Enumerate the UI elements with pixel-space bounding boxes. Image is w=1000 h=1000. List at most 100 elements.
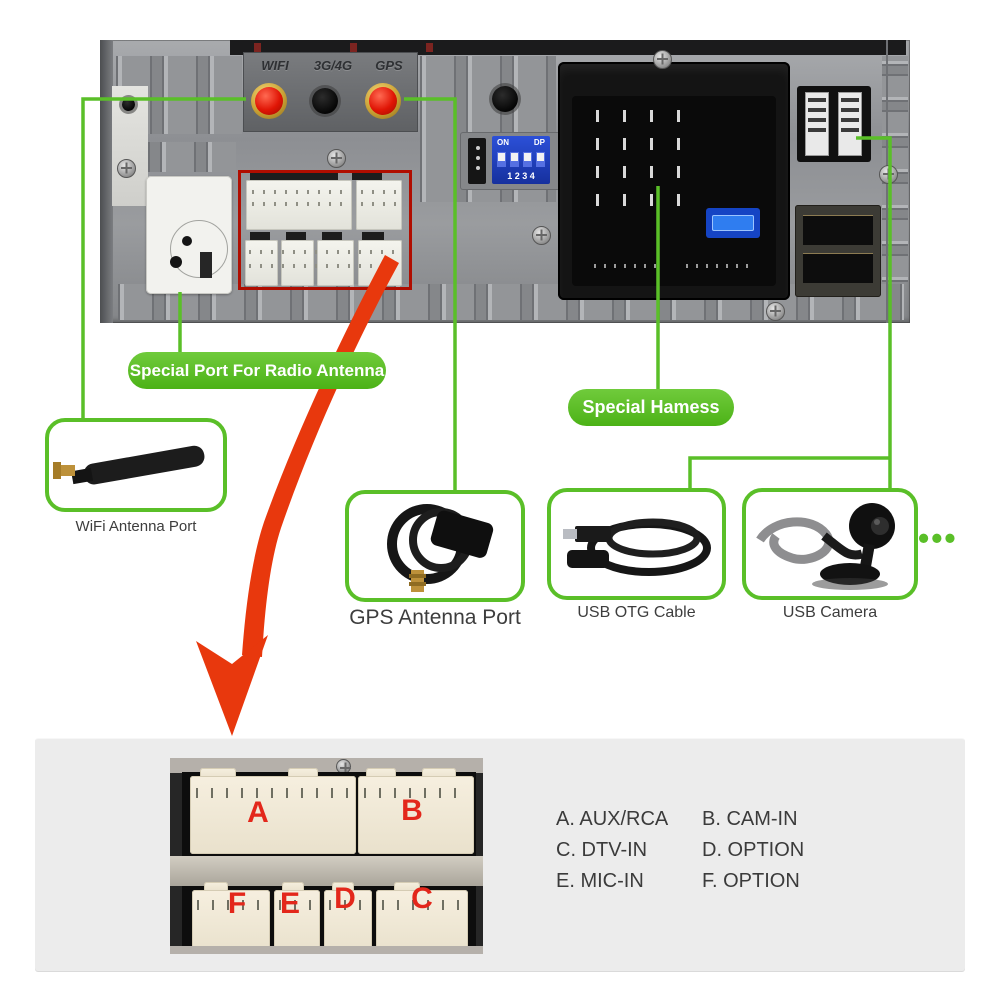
connector-letter-d: D [334, 882, 356, 915]
harness-callout: Special Hamess [568, 389, 734, 426]
legend-item-b: B. CAM-IN [702, 808, 798, 830]
connector-tab [332, 882, 354, 892]
usb-otg-caption: USB OTG Cable [577, 604, 696, 621]
chassis-divider [170, 856, 483, 886]
dip-switch: ON DP 1 2 3 4 [492, 136, 550, 184]
dip-switch-3 [523, 152, 532, 167]
connector-letter-f: F [227, 887, 247, 920]
dip-switch-2 [510, 152, 519, 167]
usb-camera-box [742, 488, 918, 600]
connector-tab [250, 172, 338, 180]
connector-tab [282, 882, 304, 892]
gps-antenna-caption: GPS Antenna Port [349, 606, 521, 629]
pin-ticks [196, 788, 350, 798]
wifi-port-label: WIFI [261, 58, 289, 73]
usb-socket-1 [803, 215, 873, 245]
legend-item-a: A. AUX/RCA [556, 808, 669, 830]
usb-port-2 [838, 92, 862, 156]
dip-dp-label: DP [533, 138, 545, 147]
connector-letter-c: C [411, 882, 433, 915]
antenna-plate: WIFI 3G/4G GPS [243, 52, 418, 132]
connector-pins [252, 202, 346, 206]
gps-antenna-image [387, 504, 494, 592]
radio-antenna-din-port [146, 176, 232, 294]
legend-item-d: D. OPTION [702, 839, 805, 861]
pin-ticks [279, 900, 315, 910]
screw [653, 50, 672, 69]
pcb-detail [426, 43, 433, 52]
wiring-blocks-highlight [238, 170, 412, 290]
cellular-port-label: 3G/4G [313, 58, 353, 73]
connector-legend: A. AUX/RCA B. CAM-IN C. DTV-IN D. OPTION… [556, 809, 842, 891]
dip-numbers: 1 2 3 4 [507, 171, 535, 181]
pin-ticks [197, 900, 265, 910]
din-pin-hole [170, 256, 182, 268]
connector-detail-photo: A B F E D C [170, 758, 483, 954]
pin-ticks [382, 900, 462, 910]
head-unit-rear-panel: WIFI 3G/4G GPS [100, 40, 910, 323]
dip-switch-plate: ON DP 1 2 3 4 [460, 132, 562, 190]
aux-connector [468, 138, 486, 184]
harness-pins-small [594, 264, 660, 268]
harness-recess [572, 96, 776, 286]
usb-camera-caption: USB Camera [782, 604, 878, 621]
photo-top-edge [170, 758, 483, 773]
cellular-antenna-hole [312, 88, 338, 114]
connector-tab [250, 232, 270, 240]
dual-usb-port [797, 86, 871, 162]
connector-detail-panel: A B F E D C A. AUX/RCA B. CAM-IN C. DTV-… [35, 738, 965, 971]
main-harness-socket [558, 62, 790, 300]
usb-port-1 [805, 92, 829, 156]
usb-socket-2 [803, 253, 873, 283]
connector-pins [361, 190, 397, 194]
legend-item-c: C. DTV-IN [556, 839, 648, 861]
mounting-hole [492, 86, 518, 112]
usb-branch-line [688, 456, 890, 490]
panel-top-edge [230, 40, 906, 55]
connector-pins [249, 250, 399, 254]
connector-tab [362, 232, 384, 240]
legend-item-e: E. MIC-IN [556, 870, 644, 892]
din-ring [170, 220, 228, 278]
wifi-antenna-box [45, 418, 227, 512]
radio-antenna-callout: Special Port For Radio Antenna [128, 352, 386, 389]
photo-bottom-edge [170, 946, 483, 954]
screw [766, 302, 785, 321]
gps-sma-connector [365, 83, 401, 119]
gps-antenna-box [345, 490, 525, 602]
wifi-antenna-image [53, 445, 205, 485]
pcb-detail [350, 43, 357, 52]
pcb-detail [254, 43, 261, 52]
aux-connector-pins [476, 146, 480, 150]
connector-tab [394, 882, 420, 892]
pin-ticks [329, 900, 367, 910]
more-accessories-dots: ••• [918, 520, 958, 556]
connector-letter-e: E [279, 887, 301, 920]
usb-otg-box [547, 488, 726, 600]
screw [532, 226, 551, 245]
screw [117, 159, 136, 178]
screw [879, 165, 898, 184]
usb-otg-image [563, 518, 711, 576]
mounting-hole [122, 98, 135, 111]
connector-pins [252, 190, 346, 194]
connector-letter-a: A [247, 796, 269, 829]
dip-switch-1 [497, 152, 506, 167]
dip-on-label: ON [497, 138, 509, 147]
dip-switch-4 [536, 152, 545, 167]
connector-tab [352, 172, 382, 180]
din-slot [200, 252, 212, 278]
gps-port-label: GPS [375, 58, 403, 73]
fuse [706, 208, 760, 238]
wifi-antenna-caption: WiFi Antenna Port [75, 518, 197, 535]
connector-letter-b: B [401, 794, 423, 827]
usb-camera-image [756, 503, 895, 590]
connector-tab [322, 232, 342, 240]
connector-pins [361, 202, 397, 206]
harness-pins-small [686, 264, 752, 268]
dual-usb-socket [795, 205, 881, 297]
screw [327, 149, 346, 168]
wifi-sma-connector [251, 83, 287, 119]
harness-pins [596, 110, 599, 122]
